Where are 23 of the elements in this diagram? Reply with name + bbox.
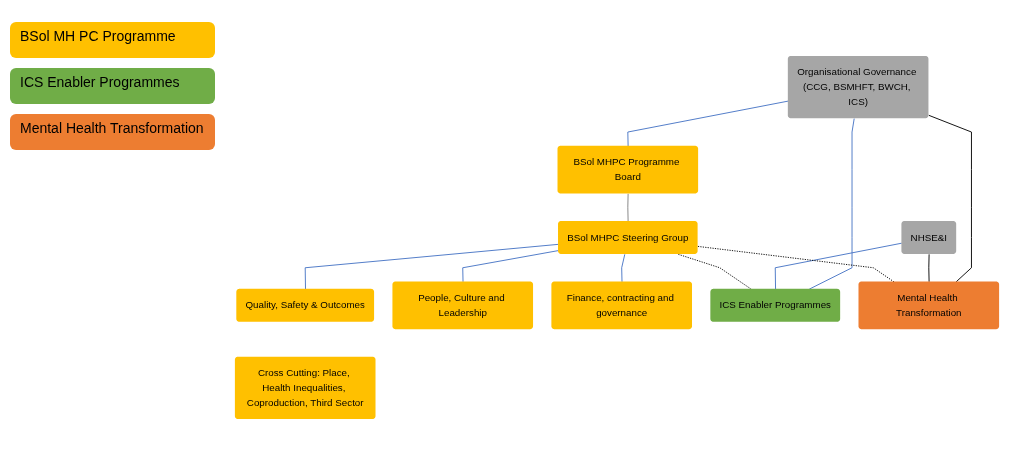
node-box: NHSE&I xyxy=(901,221,957,254)
connector xyxy=(774,242,903,290)
node-box: BSol MHPC Programme Board xyxy=(557,145,699,194)
legend-item: ICS Enabler Programmes xyxy=(10,68,215,104)
connector xyxy=(304,243,559,290)
node-box: Mental Health Transformation xyxy=(858,281,1000,330)
node-box: Finance, contracting and governance xyxy=(551,281,692,330)
node-box: People, Culture and Leadership xyxy=(392,281,534,330)
node-box: Cross Cutting: Place, Health Inequalities, Coproduction, Third Sector xyxy=(234,356,376,420)
legend-item: Mental Health Transformation xyxy=(10,114,215,150)
connector xyxy=(677,253,752,290)
connector xyxy=(621,253,626,283)
legend-item: BSol MH PC Programme xyxy=(10,22,215,58)
node-box: ICS Enabler Programmes xyxy=(710,288,841,322)
node-box: Quality, Safety & Outcomes xyxy=(236,288,375,322)
connector xyxy=(697,245,895,283)
connector xyxy=(808,118,855,290)
connector xyxy=(462,250,559,283)
node-box: Organisational Governance (CCG, BSMHFT, BWCH, ICS) xyxy=(787,55,929,119)
node-box: BSol MHPC Steering Group xyxy=(558,221,698,254)
connector xyxy=(627,100,789,147)
connector xyxy=(627,193,629,222)
connector xyxy=(928,114,972,283)
